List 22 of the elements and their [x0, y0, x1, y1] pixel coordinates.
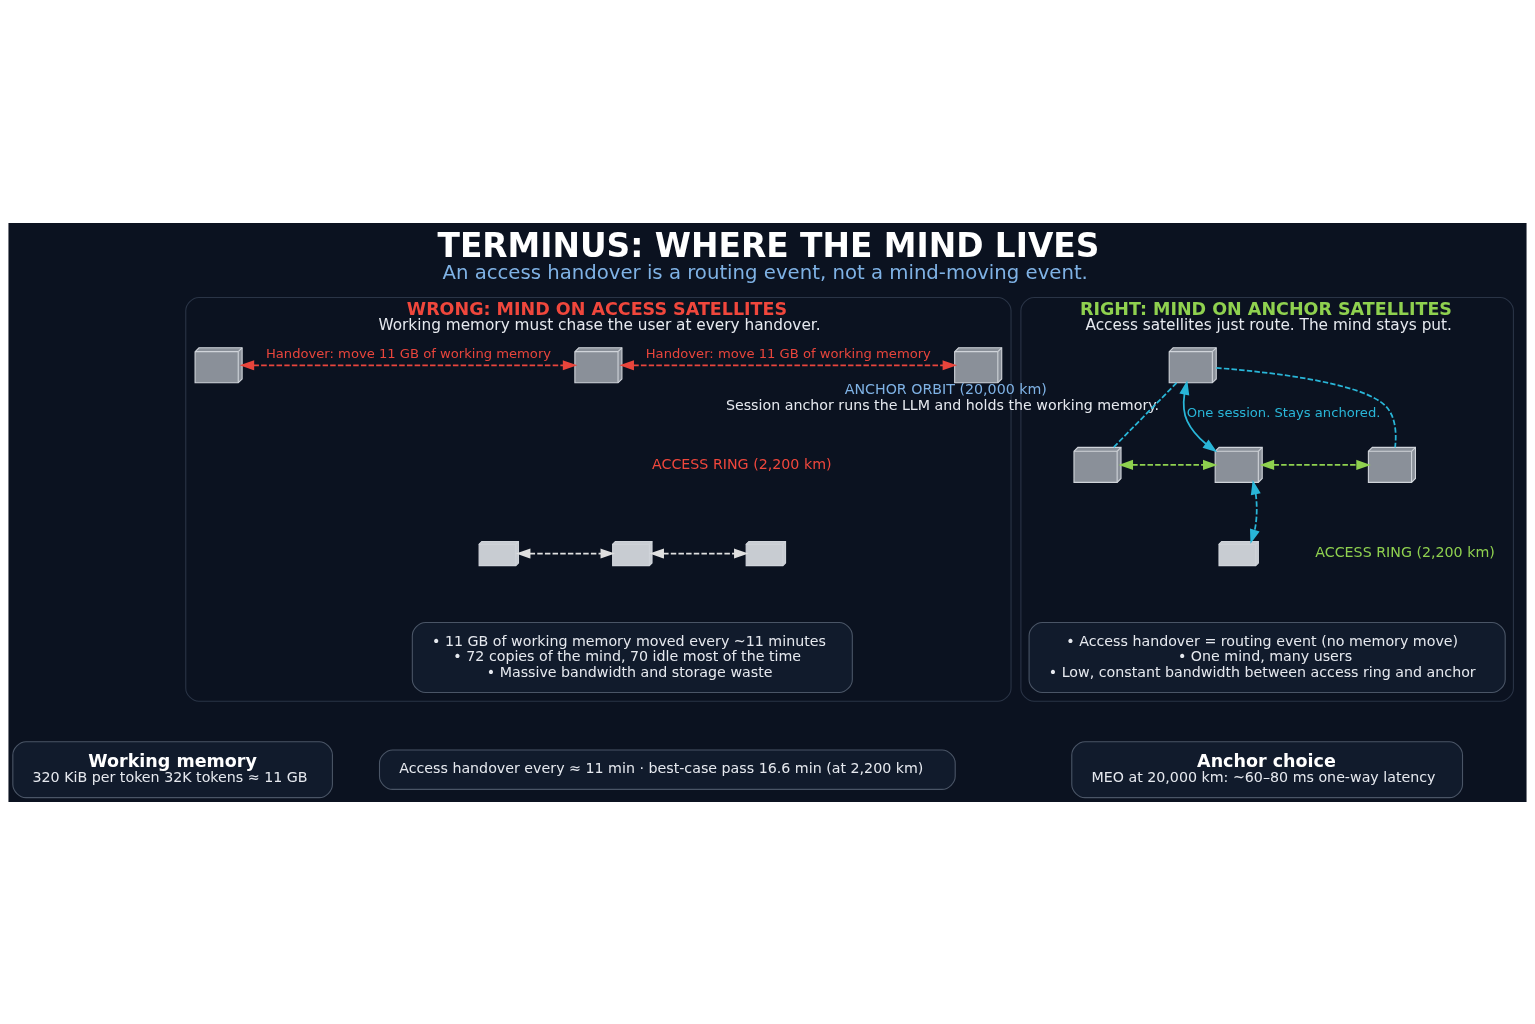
arrow [619, 359, 958, 370]
arrow [1249, 479, 1261, 544]
connector [1215, 366, 1397, 448]
node-box: Anchor choice MEO at 20,000 km: ~60–80 ms one-way latency [1071, 740, 1464, 798]
arrow [1179, 379, 1218, 452]
node-box: • Access handover = routing event (no memory move) • One mind, many users • Low, constant bandwidth between access ring and anchor [1028, 621, 1506, 693]
arrow [649, 547, 749, 559]
arrow [239, 359, 578, 370]
arrow [515, 547, 615, 559]
node-label: ANCHOR ORBIT (20,000 km) [844, 380, 1047, 397]
arrow [1259, 459, 1371, 470]
node-box: • 11 GB of working memory moved every ~11 minutes • 72 copies of the mind, 70 idle most of the time • Massive bandwidth and storage waste [411, 621, 853, 693]
arrow [1118, 459, 1218, 470]
label: ACCESS RING (2,200 km) [652, 455, 832, 472]
edge-label: Handover: move 11 GB of working memory [265, 345, 552, 361]
node-box: Access handover every ≈ 11 min · best-case pass 16.6 min (at 2,200 km) [378, 748, 956, 790]
node-box: Working memory 320 KiB per token 32K tokens ≈ 11 GB [12, 740, 333, 798]
node-label: Session anchor runs the LLM and holds the working memory. [725, 396, 1160, 413]
edge-label: One session. Stays anchored. [1186, 404, 1381, 420]
label: ACCESS RING (2,200 km) [1315, 543, 1495, 560]
connector [1112, 381, 1178, 448]
edge-label: Handover: move 11 GB of working memory [645, 345, 931, 361]
